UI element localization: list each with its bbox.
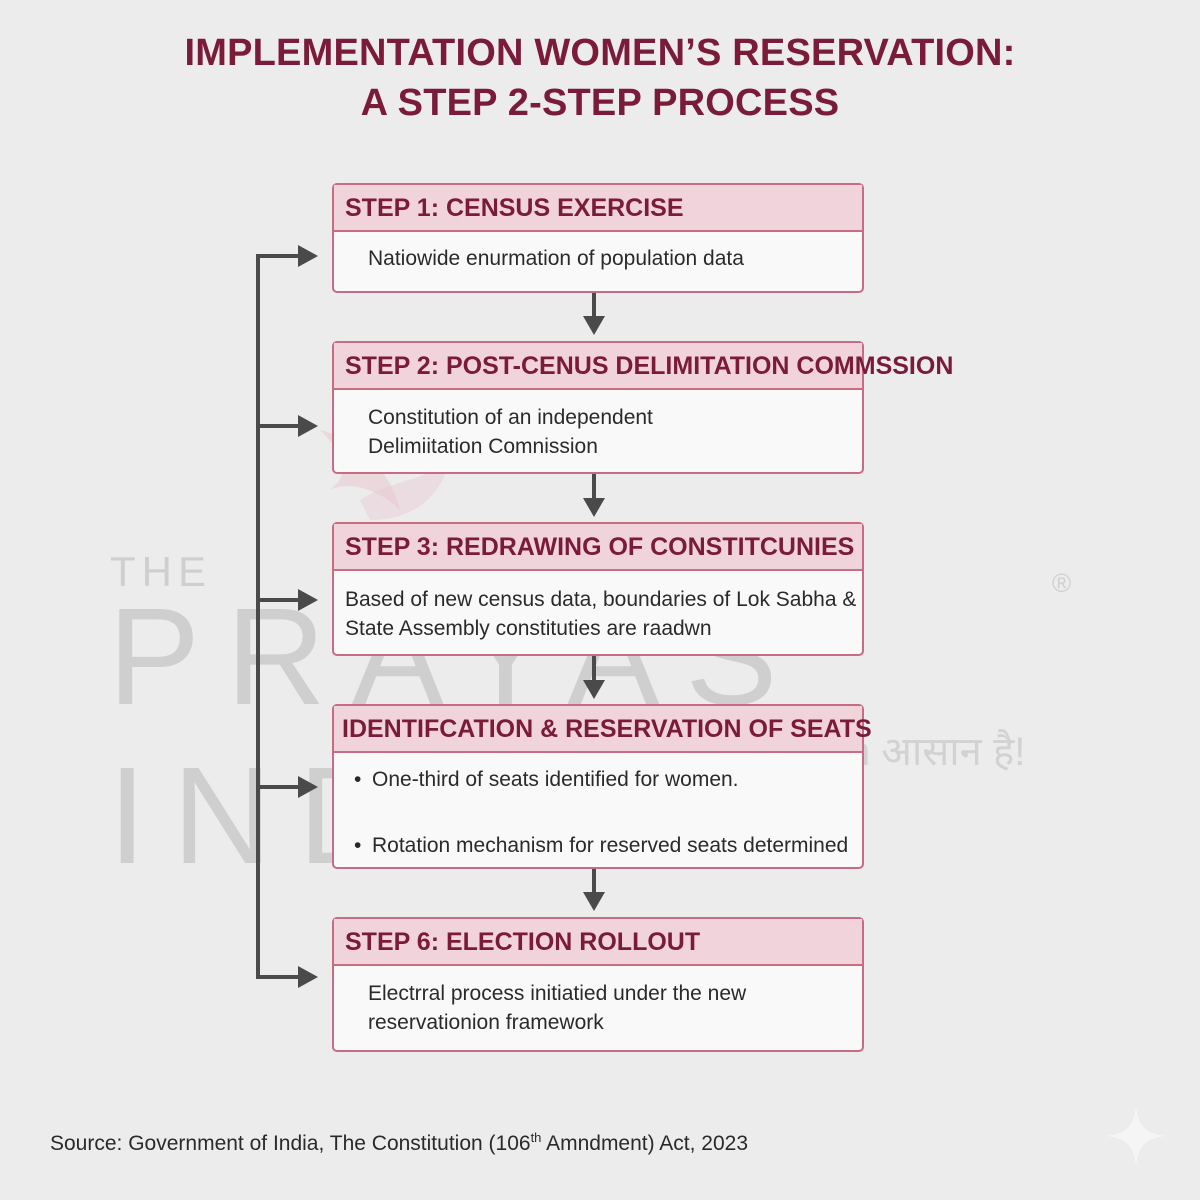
source-superscript: th xyxy=(530,1130,542,1145)
step-3-line-2: State Assembly constituties are raadwn xyxy=(345,617,712,640)
step-1-heading: STEP 1: CENSUS EXERCISE xyxy=(334,185,862,232)
step-4-body: • One-third of seats identified for wome… xyxy=(334,753,862,860)
step-5-line-2: reservationion framework xyxy=(368,1011,604,1034)
step-3-body: Based of new census data, boundaries of … xyxy=(334,571,862,643)
step-4-bullet-2: Rotation mechanism for reserved seats de… xyxy=(372,834,849,857)
step-1-body: Natiowide enurmation of population data xyxy=(334,232,862,273)
step-3-heading: STEP 3: REDRAWING OF CONSTITCUNIES xyxy=(334,524,862,571)
step-4-box: IDENTIFCATION & RESERVATION OF SEATS • O… xyxy=(332,704,872,869)
source-note: Source: Government of India, The Constit… xyxy=(50,1130,748,1156)
step-5-body: Electrral process initiatied under the n… xyxy=(334,966,862,1037)
bullet-icon: • xyxy=(354,834,362,857)
step-1-box: STEP 1: CENSUS EXERCISE Natiowide enurma… xyxy=(332,183,864,293)
step-3-box: STEP 3: REDRAWING OF CONSTITCUNIES Based… xyxy=(332,522,864,656)
step-5-box: STEP 6: ELECTION ROLLOUT Electrral proce… xyxy=(332,917,864,1052)
watermark-the: THE xyxy=(110,548,212,595)
source-prefix: Source: Government of India, The Constit… xyxy=(50,1132,531,1155)
page-title: IMPLEMENTATION WOMEN’S RESERVATION: A ST… xyxy=(0,28,1200,128)
step-2-line-1: Constitution of an independent xyxy=(368,406,653,429)
step-4-bullet-1: One-third of seats identified for women. xyxy=(372,768,739,791)
sparkle-icon xyxy=(1106,1106,1166,1166)
step-2-line-2: Delimiitation Comnission xyxy=(368,435,598,458)
step-3-line-1: Based of new census data, boundaries of … xyxy=(345,588,857,611)
bullet-icon: • xyxy=(354,768,362,791)
list-item: • One-third of seats identified for wome… xyxy=(354,765,862,794)
source-suffix: Amndment) Act, 2023 xyxy=(541,1132,749,1155)
title-line-2: A STEP 2-STEP PROCESS xyxy=(360,82,840,124)
step-5-line-1: Electrral process initiatied under the n… xyxy=(368,982,747,1005)
right-arrow-icon xyxy=(256,254,300,979)
watermark-registered: ® xyxy=(1052,568,1072,598)
step-2-box: STEP 2: POST-CENUS DELIMITATION COMMSSIO… xyxy=(332,341,953,474)
step-5-heading: STEP 6: ELECTION ROLLOUT xyxy=(334,919,862,966)
step-2-heading: STEP 2: POST-CENUS DELIMITATION COMMSSIO… xyxy=(334,343,953,390)
step-1-line-1: Natiowide enurmation of population data xyxy=(368,247,744,270)
step-2-body: Constitution of an independent Delimiita… xyxy=(334,390,862,461)
step-4-heading: IDENTIFCATION & RESERVATION OF SEATS xyxy=(334,706,872,753)
title-line-1: IMPLEMENTATION WOMEN’S RESERVATION: xyxy=(184,32,1016,74)
list-item: • Rotation mechanism for reserved seats … xyxy=(354,831,862,860)
